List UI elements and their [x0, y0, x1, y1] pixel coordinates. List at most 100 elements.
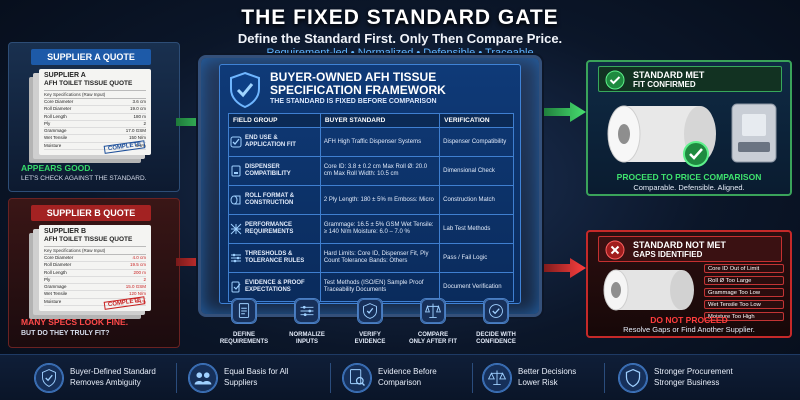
spec-row: Grammage 15.0 GSM	[44, 284, 146, 292]
sheet-subtitle: AFH TOILET TISSUE QUOTE	[44, 80, 133, 87]
supplier-b-quote-sheet: SUPPLIER B AFH TOILET TISSUE QUOTE Key S…	[39, 225, 151, 311]
check-icon	[230, 136, 242, 148]
spec-value: 4.0 cm	[132, 255, 146, 260]
verification: Pass / Fail Logic	[439, 243, 514, 273]
supplier-b-tag: SUPPLIER B QUOTE	[31, 205, 151, 221]
benefit-line2: Comparison	[378, 378, 422, 387]
benefit-line2: Suppliers	[224, 378, 258, 387]
outcome-fail-subtitle: GAPS IDENTIFIED	[633, 250, 703, 259]
proceed-label: PROCEED TO PRICE COMPARISON	[616, 172, 762, 182]
dispenser-icon	[231, 165, 241, 177]
buyer-standard: Grammage: 16.5 ± 5% GSM Wet Tensile: ≥ 1…	[319, 214, 441, 244]
table-row: DISPENSER COMPATIBILITY Core ID: 3.8 ± 0…	[228, 156, 514, 186]
gap-item: Moisture Too High	[704, 312, 784, 321]
field-group: PERFORMANCE REQUIREMENTS	[245, 222, 294, 235]
arrow-right-icon	[542, 258, 586, 278]
spec-label: Wet Tensile	[44, 135, 68, 141]
table-row: EVIDENCE & PROOF EXPECTATIONS Test Metho…	[228, 272, 514, 302]
evidence-icon	[231, 281, 241, 293]
decide-icon	[483, 298, 509, 324]
supplier-b-panel: SUPPLIER B QUOTE SUPPLIER B AFH TOILET T…	[8, 198, 180, 348]
spec-value: 6.5%	[135, 142, 146, 148]
framework-panel: BUYER-OWNED AFH TISSUE SPECIFICATION FRA…	[198, 55, 542, 317]
gap-item: Core ID Out of Limit	[704, 264, 784, 273]
field-group: END USE & APPLICATION FIT	[245, 135, 296, 148]
benefit-item: Evidence Before Comparison	[342, 361, 472, 395]
supplier-a-quote-sheet: SUPPLIER A AFH TOILET TISSUE QUOTE Key S…	[39, 69, 151, 155]
gap-item: Roll Ø Too Large	[704, 276, 784, 285]
threshold-icon	[231, 253, 241, 263]
outcome-pass-subtitle: FIT CONFIRMED	[633, 80, 696, 89]
benefit-line2: Lower Risk	[518, 378, 558, 387]
shield-check-icon	[230, 71, 260, 109]
shield-check-icon	[34, 363, 64, 393]
check-circle-icon	[605, 70, 625, 90]
compare-icon	[420, 298, 446, 324]
buyer-standard: 2 Ply Length: 180 ± 5% m Emboss: Micro	[319, 185, 441, 215]
field-group: ROLL FORMAT & CONSTRUCTION	[245, 193, 295, 206]
magnify-document-icon	[342, 363, 372, 393]
spec-row: Core Diameter 3.6 cm	[44, 99, 146, 107]
spec-value: 120 N/m	[128, 291, 146, 297]
people-icon	[188, 363, 218, 393]
spec-row: Core Diameter 4.0 cm	[44, 255, 146, 263]
field-group: THRESHOLDS & TOLERANCE RULES	[245, 251, 305, 264]
outcome-pass-title: STANDARD MET	[633, 70, 705, 80]
spec-label: Core Diameter	[44, 255, 74, 260]
sheet-title: SUPPLIER A	[44, 72, 86, 79]
spec-value: 8.1%	[135, 298, 146, 304]
verification: Construction Match	[439, 185, 514, 215]
spec-value: 17.0 GSM	[125, 128, 146, 134]
benefit-line1: Stronger Procurement	[654, 367, 733, 376]
sheet-subtitle: AFH TOILET TISSUE QUOTE	[44, 236, 133, 243]
table-row: END USE & APPLICATION FIT AFH High Traff…	[228, 127, 514, 157]
divider	[330, 363, 331, 393]
divider	[472, 363, 473, 393]
spec-header: Key Specifications (Raw Input)	[44, 246, 146, 255]
spec-label: Roll Length	[44, 113, 67, 119]
benefit-line2: Removes Ambiguity	[70, 378, 141, 387]
supplier-a-note-detail: LET'S CHECK AGAINST THE STANDARD.	[21, 175, 147, 182]
buyer-standard: Core ID: 3.8 ± 0.2 cm Max Roll Ø: 20.0 c…	[319, 156, 441, 186]
scales-icon	[482, 363, 512, 393]
do-not-proceed-detail: Resolve Gaps or Find Another Supplier.	[623, 325, 755, 334]
outcome-pass-panel: STANDARD MET FIT CONFIRMED PROCEED TO PR…	[586, 60, 792, 196]
spec-label: Roll Length	[44, 269, 67, 275]
spec-label: Grammage	[44, 284, 67, 290]
table-header-row: FIELD GROUP BUYER STANDARD VERIFICATION	[228, 113, 514, 128]
buyer-standard: AFH High Traffic Dispenser Systems	[319, 127, 441, 157]
spec-value: 200 m	[133, 269, 146, 275]
benefit-line1: Buyer-Defined Standard	[70, 367, 156, 376]
supplier-a-tag: SUPPLIER A QUOTE	[31, 49, 151, 65]
column-header: VERIFICATION	[439, 113, 514, 128]
spec-value: 150 N/m	[128, 135, 146, 141]
field-group: EVIDENCE & PROOF EXPECTATIONS	[245, 280, 305, 293]
framework-title: BUYER-OWNED AFH TISSUE SPECIFICATION FRA…	[270, 70, 446, 97]
tissue-roll-image	[603, 269, 694, 311]
gap-item: Wet Tensile Too Low	[704, 300, 784, 309]
spec-value: 180 m	[133, 113, 146, 119]
sheet-title: SUPPLIER B	[44, 228, 87, 235]
spec-label: Ply	[44, 120, 51, 126]
document-icon	[231, 298, 257, 324]
spec-label: Ply	[44, 276, 51, 282]
verification: Dimensional Check	[439, 156, 514, 186]
spec-value: 15.0 GSM	[125, 284, 146, 290]
spec-label: Core Diameter	[44, 99, 74, 104]
column-header: BUYER STANDARD	[319, 113, 441, 128]
supplier-b-note: MANY SPECS LOOK FINE.	[21, 317, 129, 327]
benefit-item: Equal Basis for All Suppliers	[188, 361, 318, 395]
spec-value: 3.6 cm	[132, 99, 146, 104]
verification: Document Verification	[439, 272, 514, 302]
dispenser-image	[731, 103, 777, 163]
table-row: THRESHOLDS & TOLERANCE RULES Hard Limits…	[228, 243, 514, 273]
